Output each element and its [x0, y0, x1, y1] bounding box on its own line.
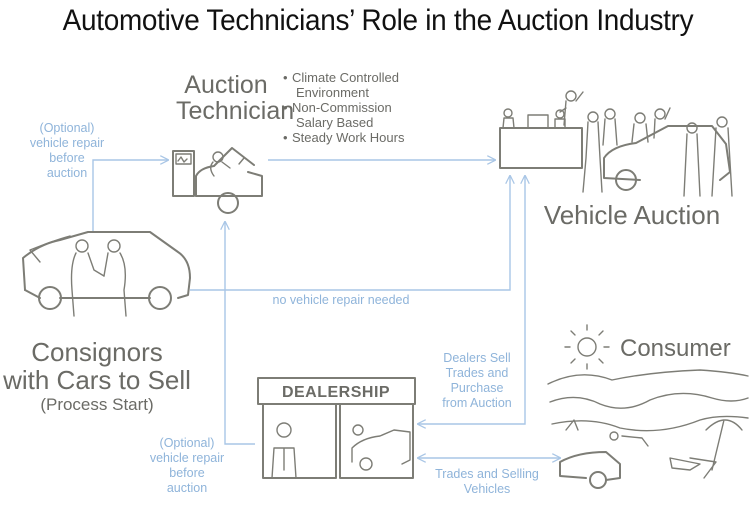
flow-label-line: auction [46, 166, 88, 180]
flow-label-dealers-sell: Dealers Sell Trades and Purchase from Au… [432, 351, 522, 411]
technician-benefits-list: •Climate Controlled Environment •Non-Com… [283, 70, 404, 145]
vehicle-auction-illustration [499, 90, 733, 197]
flow-label-optional-repair-top: (Optional) vehicle repair before auction [20, 121, 114, 181]
consignors-line2: with Cars to Sell [3, 365, 191, 395]
flow-label-line: auction [166, 481, 208, 495]
flow-no-repair [190, 176, 510, 291]
flow-label-line: (Optional) [39, 121, 95, 135]
flow-label-no-repair: no vehicle repair needed [272, 293, 410, 307]
flow-label-line: before [169, 466, 205, 480]
flow-label-trades-selling: Trades and Selling Vehicles [424, 467, 550, 497]
consignors-label: Consignors with Cars to Sell (Process St… [0, 338, 194, 416]
technician-illustration [172, 147, 263, 214]
consignors-line1: Consignors [31, 337, 163, 367]
dealership-sign: DEALERSHIP [282, 384, 390, 401]
dealership-illustration: DEALERSHIP [257, 377, 416, 479]
flow-label-line: vehicle repair [29, 136, 105, 150]
auction-technician-line1: Auction [184, 71, 268, 99]
flow-dealership-auction [418, 176, 525, 424]
sun-icon [577, 337, 597, 357]
flow-consignor-to-technician [92, 160, 168, 232]
vehicle-auction-label: Vehicle Auction [543, 200, 721, 230]
flow-label-line: (Optional) [159, 436, 215, 450]
flow-label-line: Purchase [450, 381, 504, 395]
benefit-text: Non-Commission [292, 100, 392, 115]
flow-label-line: Dealers Sell [443, 351, 511, 365]
benefit-item: •Non-Commission [283, 100, 392, 115]
auction-technician-line2: Technician [176, 97, 295, 126]
benefit-text: Climate Controlled [292, 70, 399, 85]
flow-label-line: Trades and [445, 366, 509, 380]
flow-label-line: from Auction [442, 396, 512, 410]
flow-dealership-to-technician [225, 222, 255, 445]
flow-label-optional-repair-bottom: (Optional) vehicle repair before auction [139, 436, 235, 496]
benefit-text-cont: Salary Based [296, 115, 374, 130]
flow-label-line: before [49, 151, 85, 165]
benefit-text: Steady Work Hours [292, 130, 405, 145]
benefit-text-cont: Environment [296, 85, 369, 100]
consumer-illustration [547, 324, 749, 489]
auction-technician-label: Auction Technician [176, 71, 295, 126]
benefit-item: •Steady Work Hours [283, 130, 405, 145]
benefit-item: •Climate Controlled [283, 70, 399, 85]
flow-label-line: Vehicles [463, 482, 511, 496]
page-title: Automotive Technicians’ Role in the Auct… [62, 4, 694, 37]
consignors-line3: (Process Start) [40, 395, 154, 414]
flow-label-line: vehicle repair [149, 451, 225, 465]
flow-label-line: Trades and Selling [435, 467, 539, 481]
consignors-illustration [22, 231, 191, 317]
consumer-label: Consumer [620, 335, 731, 362]
